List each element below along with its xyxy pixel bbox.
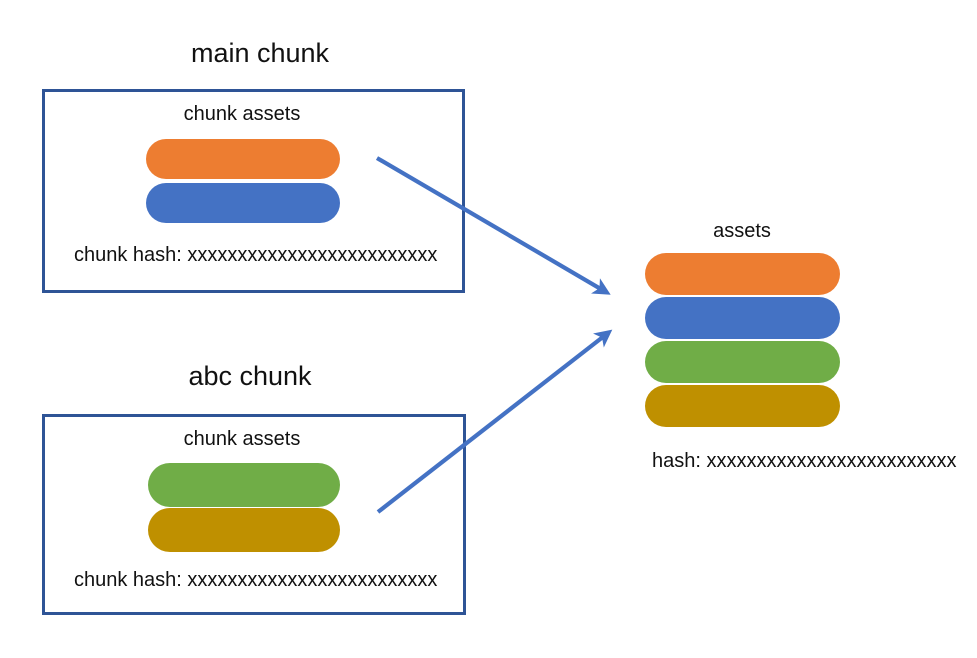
output-asset-gold: [645, 385, 840, 427]
abc-chunk-title: abc chunk: [188, 361, 312, 391]
abc-chunk-assets-label: chunk assets: [183, 428, 301, 450]
abc-chunk-hash: chunk hash: xxxxxxxxxxxxxxxxxxxxxxxxx: [74, 569, 438, 591]
main-chunk-asset-orange: [146, 139, 340, 179]
main-chunk-title: main chunk: [190, 38, 330, 68]
main-chunk-assets-label: chunk assets: [183, 103, 301, 125]
main-chunk-asset-blue: [146, 183, 340, 223]
abc-chunk-asset-green: [148, 463, 340, 507]
output-asset-green: [645, 341, 840, 383]
output-assets-title: assets: [713, 220, 771, 242]
output-hash: hash: xxxxxxxxxxxxxxxxxxxxxxxxx: [652, 450, 957, 472]
output-asset-blue: [645, 297, 840, 339]
main-chunk-hash: chunk hash: xxxxxxxxxxxxxxxxxxxxxxxxx: [74, 244, 438, 266]
output-asset-orange: [645, 253, 840, 295]
abc-chunk-asset-gold: [148, 508, 340, 552]
